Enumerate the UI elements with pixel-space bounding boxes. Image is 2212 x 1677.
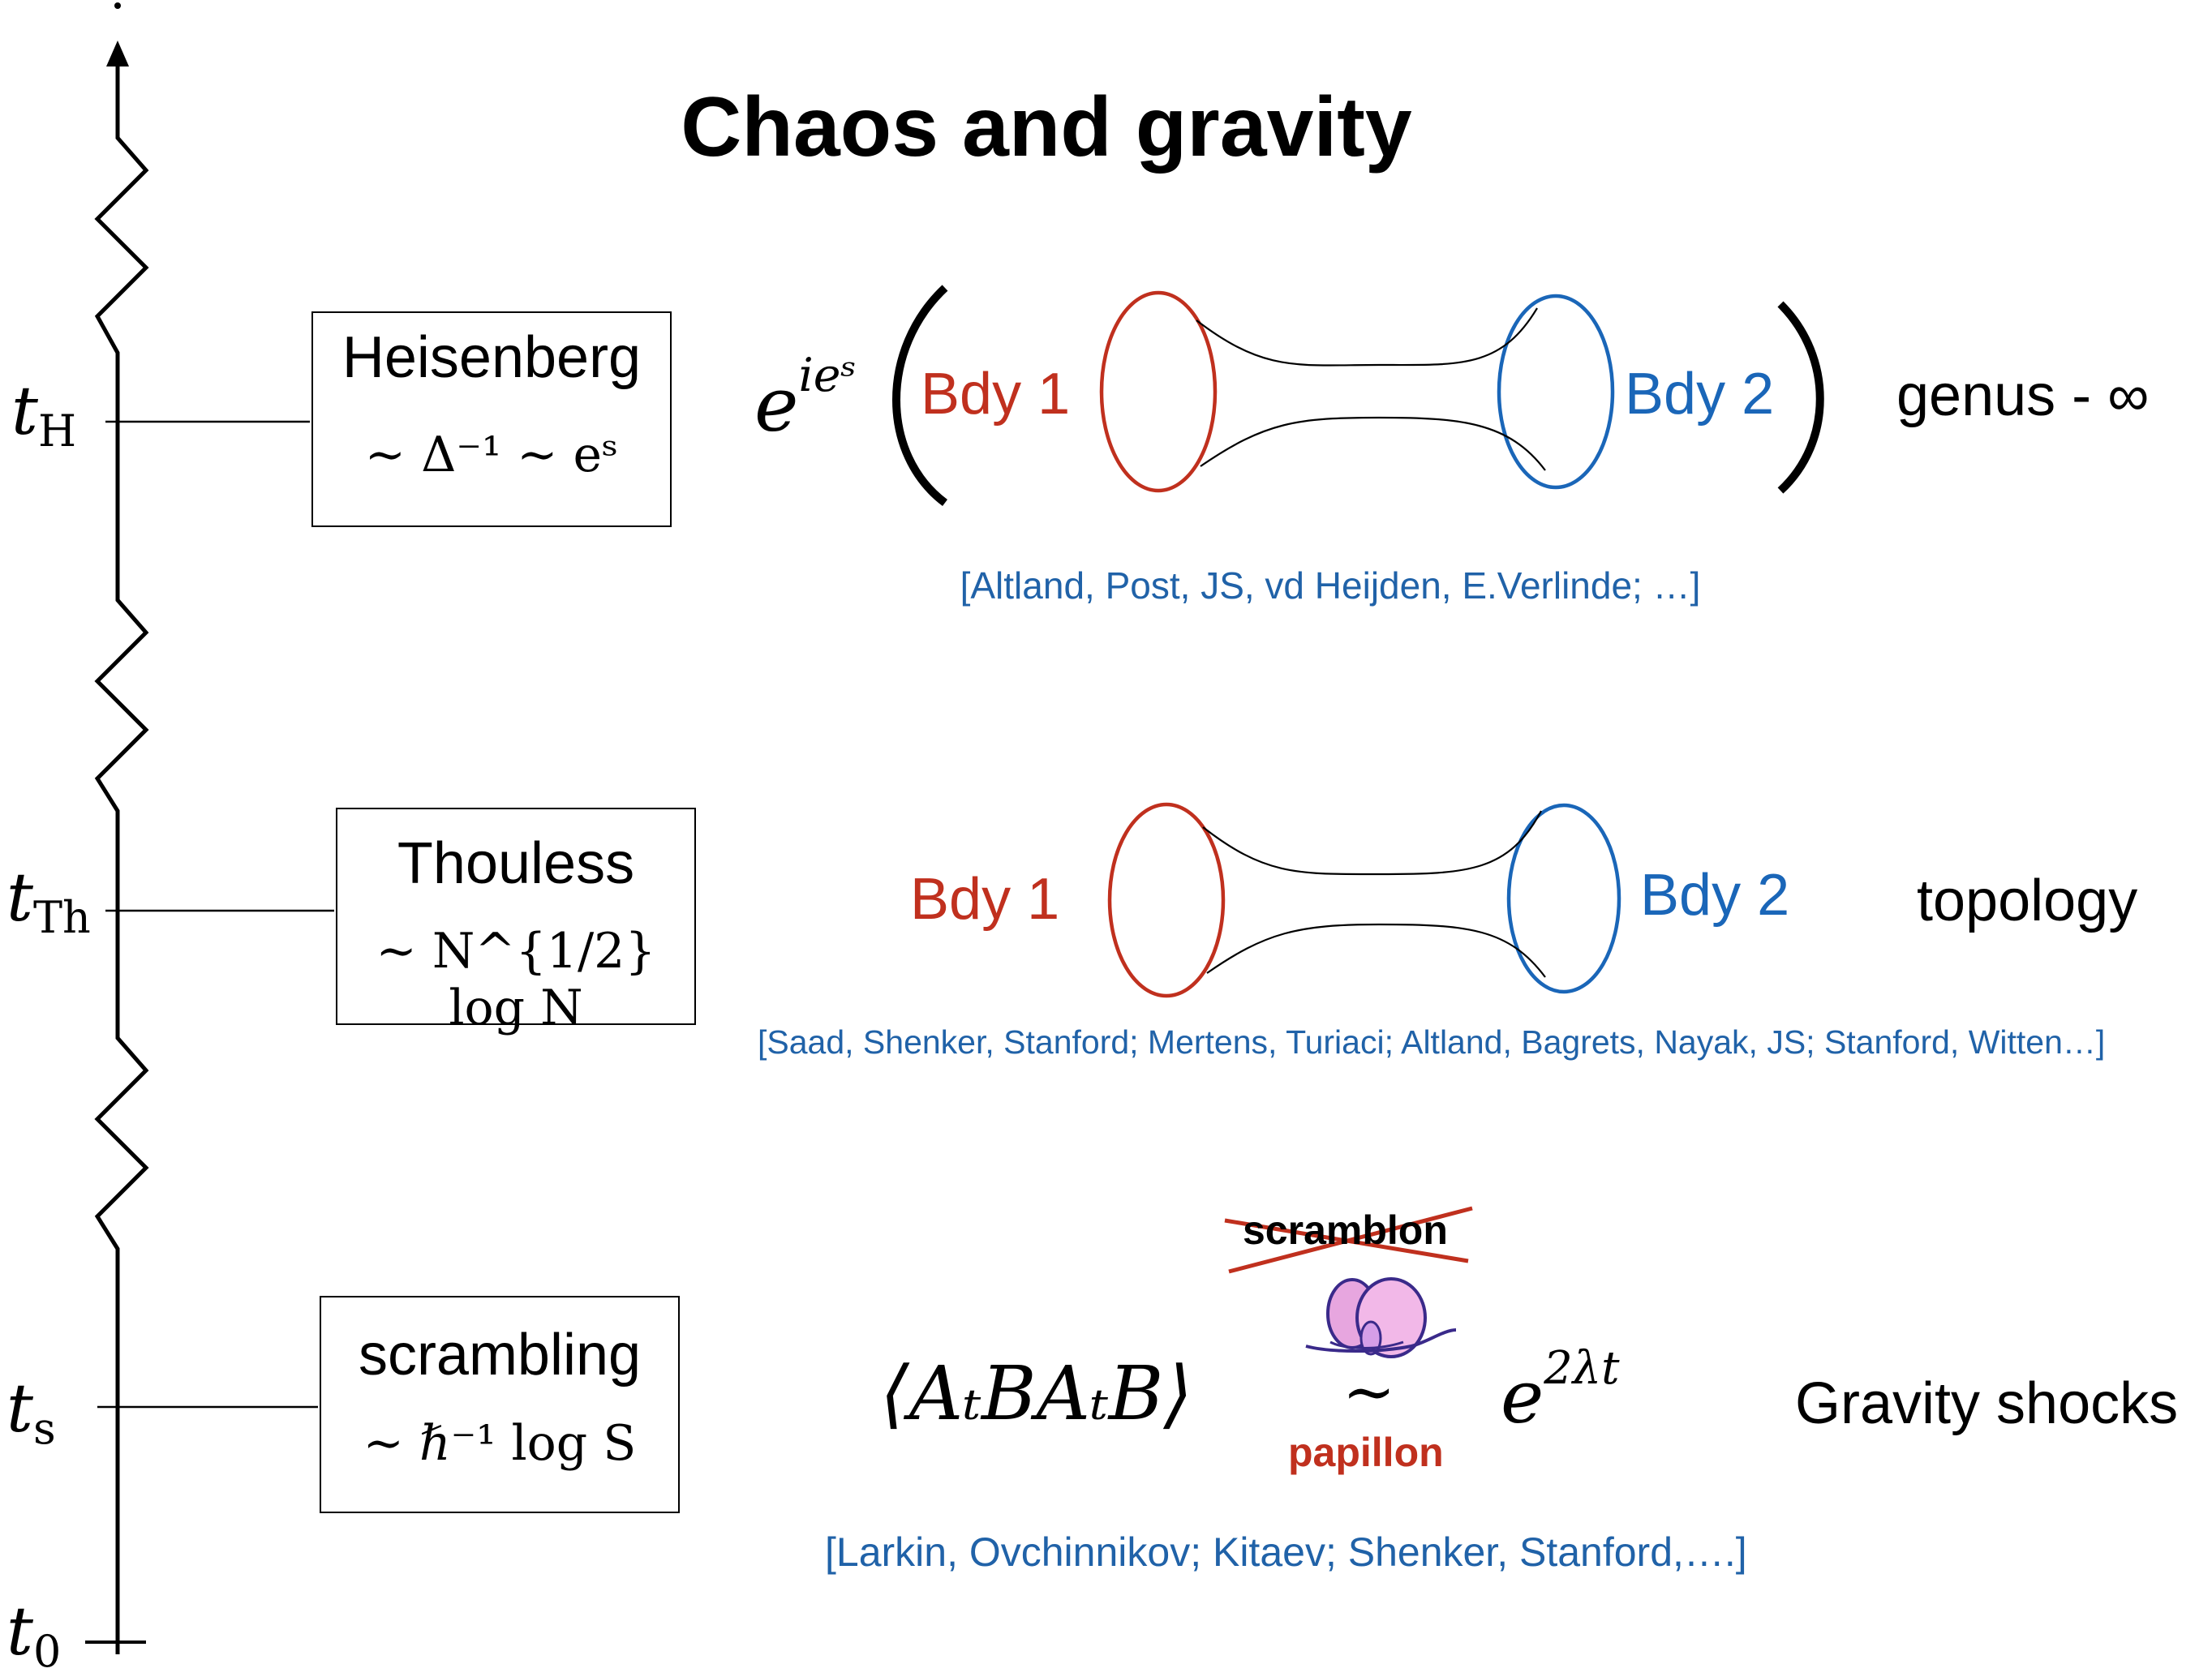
heisenberg-box: Heisenberg ∼ Δ⁻¹ ∼ eˢ bbox=[311, 311, 672, 527]
scramblon-struck: scramblon bbox=[1243, 1207, 1448, 1253]
strike-through bbox=[1224, 1206, 1473, 1274]
left-paren bbox=[892, 285, 948, 506]
thouless-reference: [Saad, Shenker, Stanford; Mertens, Turia… bbox=[758, 1023, 2106, 1061]
time-axis-arrowhead bbox=[106, 41, 129, 66]
exponential-growth: e2λt bbox=[1501, 1342, 1620, 1440]
boundary-2-circle bbox=[1497, 294, 1615, 490]
heisenberg-bdy2-label: Bdy 2 bbox=[1625, 362, 1775, 427]
ellipsis-dots bbox=[114, 2, 121, 9]
heisenberg-right-label: genus - ∞ bbox=[1896, 363, 2150, 428]
time-axis-line bbox=[94, 57, 149, 1654]
thouless-formula: ∼ N^{1/2} log N bbox=[376, 923, 656, 1036]
heisenberg-prefactor: eieˢ bbox=[754, 349, 857, 448]
heisenberg-title: Heisenberg bbox=[341, 325, 642, 390]
t-s-label: ts bbox=[6, 1370, 56, 1455]
page-title: Chaos and gravity bbox=[681, 80, 1412, 174]
boundary-1-circle bbox=[1107, 802, 1226, 998]
thouless-right-label: topology bbox=[1917, 869, 2138, 933]
t-Th-label: tTh bbox=[6, 860, 91, 944]
heisenberg-formula: ∼ Δ⁻¹ ∼ eˢ bbox=[364, 427, 619, 483]
thouless-box: Thouless ∼ N^{1/2} log N bbox=[336, 808, 696, 1036]
tilde-symbol: ∼ bbox=[1342, 1356, 1396, 1429]
scrambling-box: scrambling ∼ ℏ⁻¹ log S bbox=[320, 1296, 680, 1513]
wormhole-middle bbox=[1107, 802, 1621, 998]
scrambling-reference: [Larkin, Ovchinnikov; Kitaev; Shenker, S… bbox=[825, 1529, 1747, 1575]
papillon-label: papillon bbox=[1288, 1430, 1444, 1475]
boundary-2-circle bbox=[1506, 803, 1621, 994]
scrambling-right-label: Gravity shocks bbox=[1795, 1371, 2179, 1436]
thouless-title: Thouless bbox=[397, 831, 635, 896]
right-paren bbox=[1777, 301, 1824, 494]
boundary-1-circle bbox=[1099, 290, 1218, 493]
otoc-correlator: ⟨AₜBAₜB⟩ bbox=[880, 1350, 1193, 1437]
thouless-bdy2-label: Bdy 2 bbox=[1640, 863, 1790, 928]
heisenberg-bdy1-label: Bdy 1 bbox=[921, 362, 1071, 427]
heisenberg-reference: [Altland, Post, JS, vd Heijden, E.Verlin… bbox=[960, 564, 1701, 607]
t-H-label: tH bbox=[11, 373, 77, 457]
scrambling-title: scrambling bbox=[358, 1323, 642, 1387]
scrambling-formula: ∼ ℏ⁻¹ log S bbox=[363, 1415, 637, 1472]
wormhole-top bbox=[1099, 290, 1615, 493]
thouless-bdy1-label: Bdy 1 bbox=[910, 867, 1060, 932]
butterfly-icon bbox=[1305, 1277, 1457, 1358]
